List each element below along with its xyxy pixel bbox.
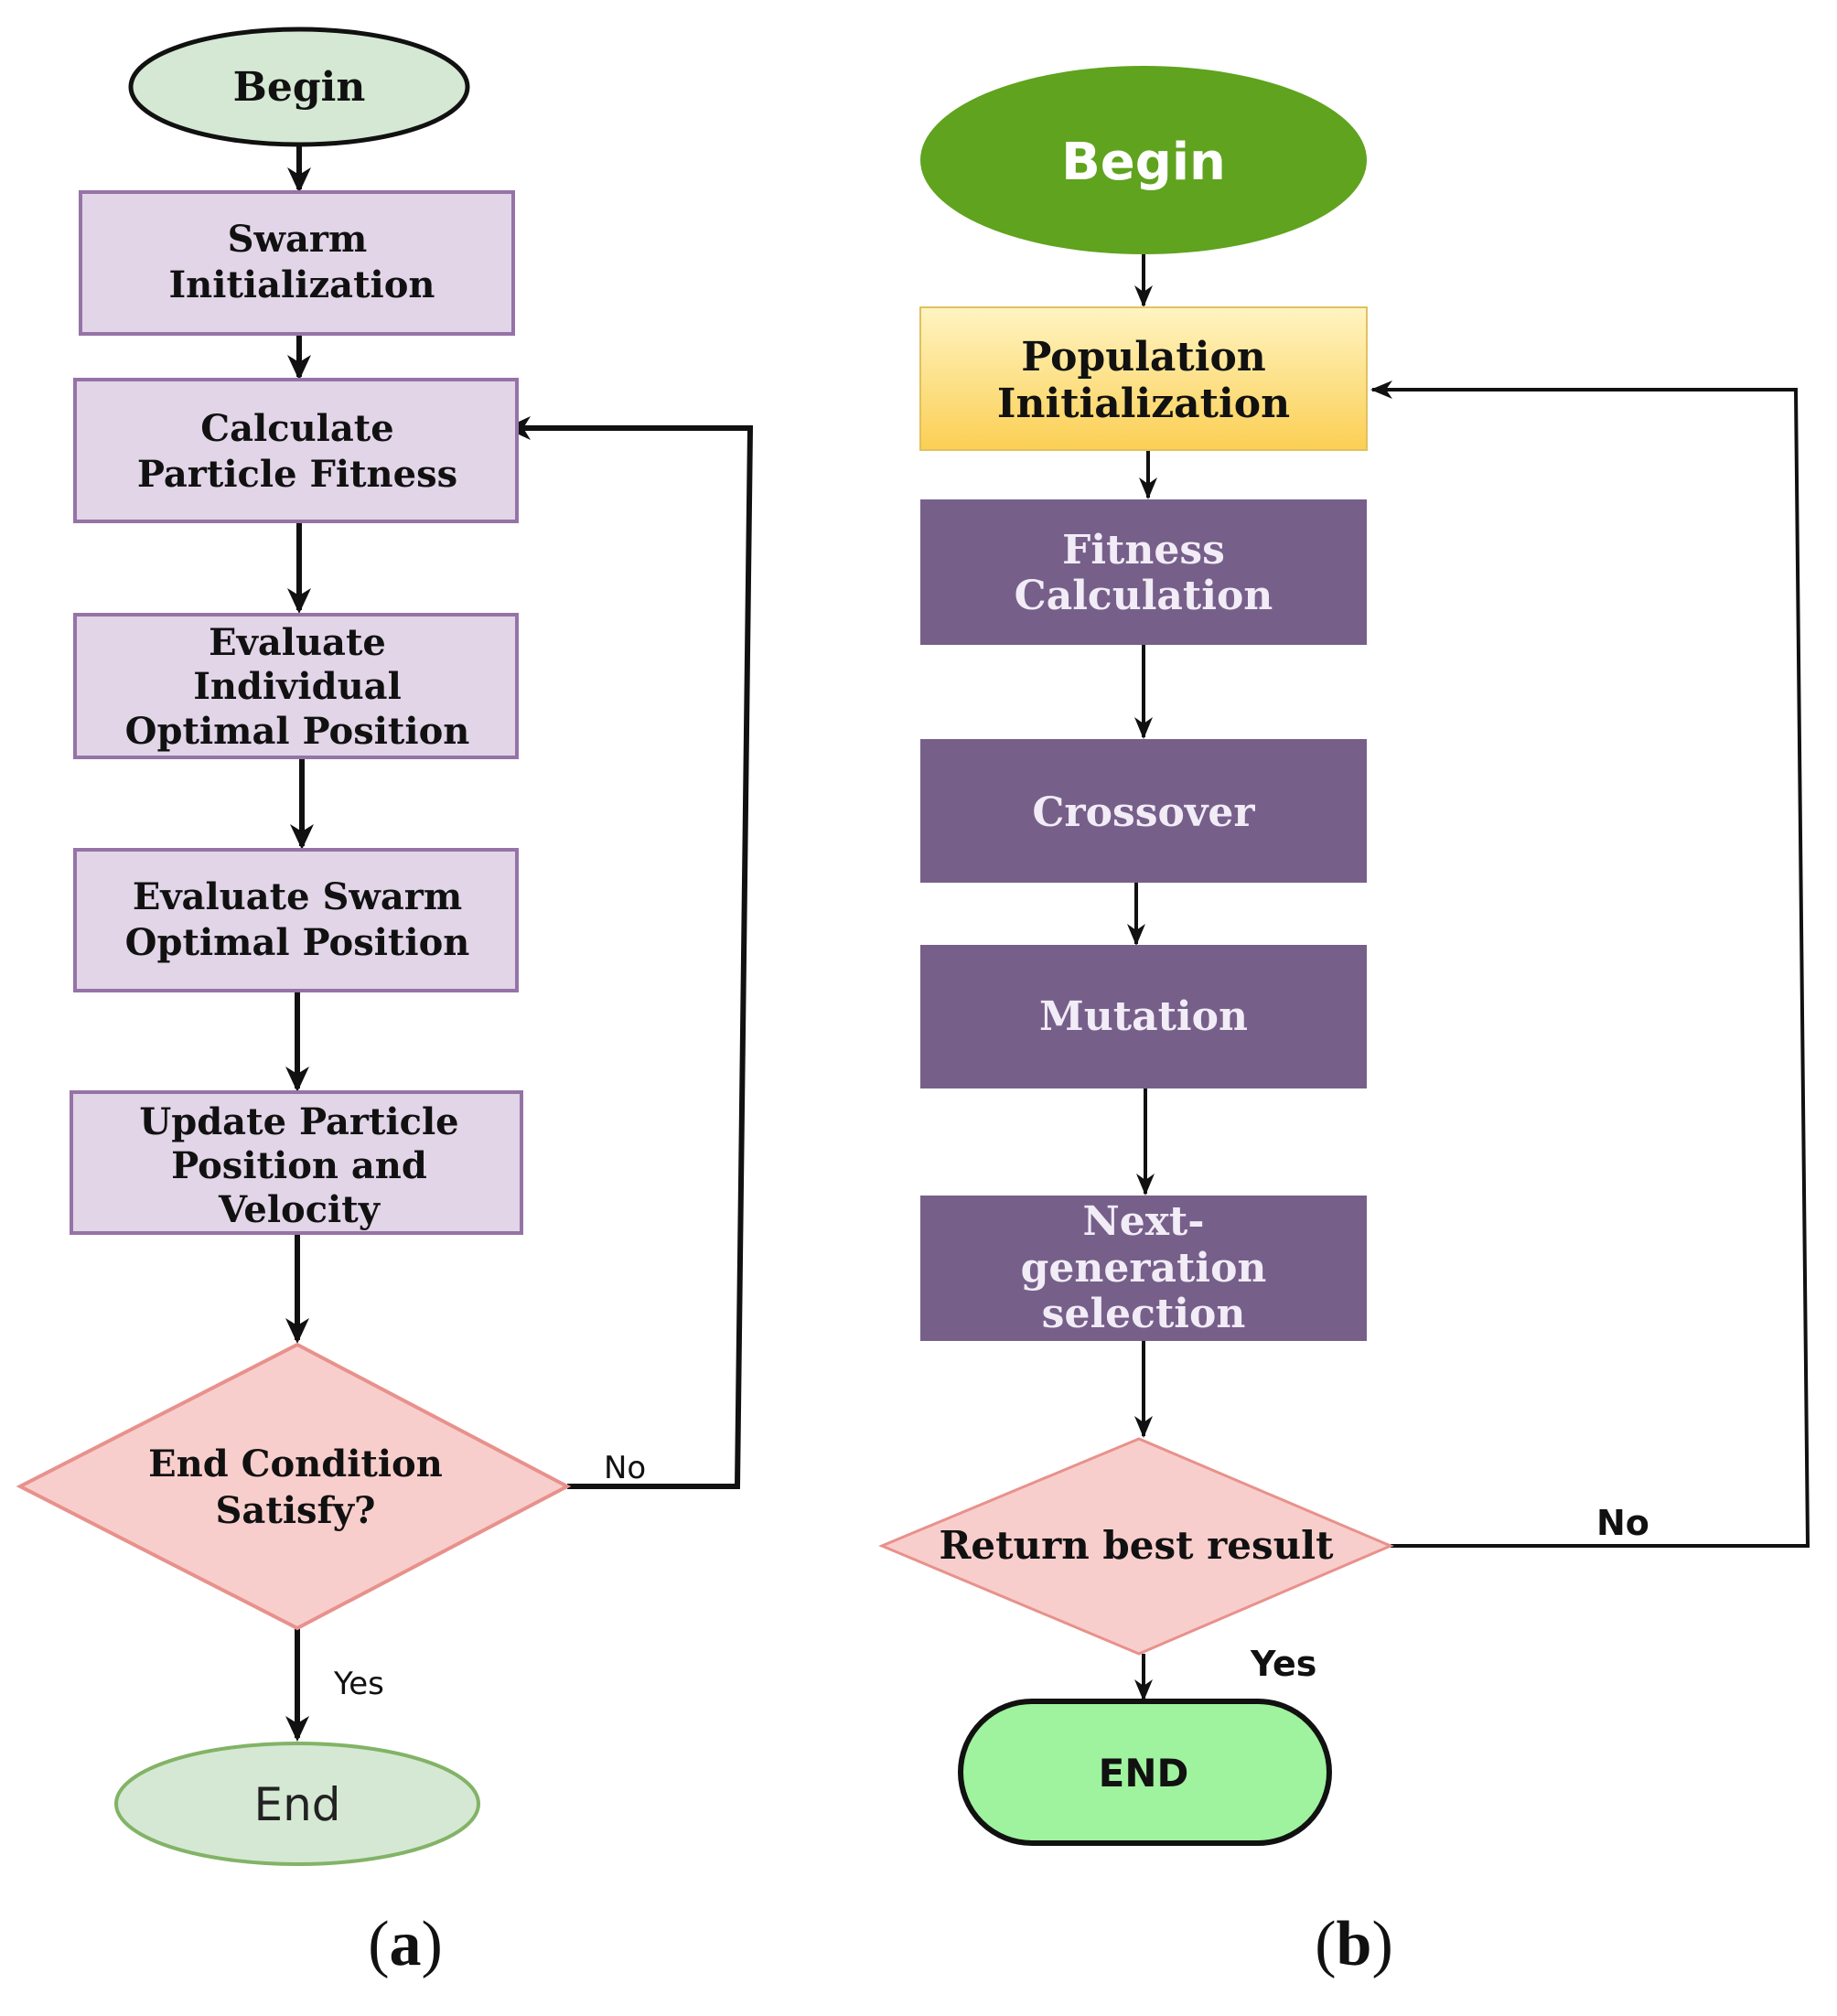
b-begin-label: Begin: [1061, 133, 1226, 192]
b-pop-init-line-2: Initialization: [997, 381, 1290, 427]
b-loop-back-arrow: [1370, 381, 1810, 1548]
caption-a: (a): [368, 1909, 443, 1979]
b-crossover-label: Crossover: [1032, 789, 1255, 836]
a-decision-line-2: Satisfy?: [216, 1489, 376, 1532]
a-eval-swarm-line-2: Optimal Position: [125, 921, 470, 964]
b-no-label: No: [1596, 1503, 1649, 1543]
a-end-terminal: End: [114, 1742, 480, 1866]
b-selection-line-2: generation: [1021, 1245, 1267, 1292]
b-yes-label: Yes: [1250, 1644, 1316, 1684]
a-update-box: Update Particle Position and Velocity: [70, 1090, 523, 1235]
a-eval-individual-line-2: Individual: [193, 665, 402, 708]
a-end-label: End: [253, 1778, 340, 1831]
a-decision-diamond: End Condition Satisfy?: [16, 1342, 572, 1631]
a-update-line-1: Update Particle: [139, 1100, 458, 1143]
caption-a-letter: a: [390, 1909, 422, 1979]
flowchart-b: Begin Population Initialization Fitness …: [878, 66, 1810, 1979]
caption-b-open: (: [1315, 1909, 1336, 1979]
b-begin-terminal: Begin: [920, 66, 1367, 254]
a-calc-fitness-line-1: Calculate: [200, 407, 393, 450]
a-calc-fitness-box: Calculate Particle Fitness: [73, 378, 519, 523]
a-eval-swarm-line-1: Evaluate Swarm: [133, 875, 462, 918]
a-eval-individual-line-3: Optimal Position: [125, 710, 470, 753]
b-end-label: END: [1099, 1751, 1189, 1796]
b-selection-line-1: Next-: [1082, 1198, 1204, 1245]
a-eval-individual-line-1: Evaluate: [209, 621, 386, 664]
b-mutation-box: Mutation: [920, 945, 1367, 1088]
b-fitness-line-2: Calculation: [1015, 573, 1273, 619]
caption-b-letter: b: [1337, 1909, 1372, 1979]
a-begin-terminal: Begin: [128, 27, 470, 147]
caption-a-close: ): [422, 1909, 443, 1979]
a-swarm-init-line-2: Initialization: [168, 263, 435, 306]
a-connectors: [285, 144, 754, 1742]
a-no-label: No: [604, 1450, 646, 1486]
a-decision-line-1: End Condition: [148, 1442, 443, 1485]
b-fitness-box: Fitness Calculation: [920, 499, 1367, 645]
b-end-terminal: END: [958, 1699, 1332, 1846]
a-loop-back-arrow: [505, 416, 754, 1489]
b-pop-init-box: Population Initialization: [919, 306, 1368, 451]
b-selection-box: Next- generation selection: [920, 1196, 1367, 1341]
a-update-line-2: Position and: [171, 1144, 427, 1187]
caption-b: (b): [1315, 1909, 1393, 1979]
flowchart-a: Begin Swarm Initialization Calculate Par…: [16, 27, 754, 1979]
a-swarm-init-line-1: Swarm: [228, 218, 368, 261]
b-mutation-label: Mutation: [1039, 993, 1248, 1040]
a-eval-individual-box: Evaluate Individual Optimal Position: [73, 613, 519, 759]
caption-b-close: ): [1371, 1909, 1392, 1979]
a-update-line-3: Velocity: [218, 1188, 381, 1231]
b-decision-diamond: Return best result: [878, 1437, 1394, 1656]
a-swarm-init-box: Swarm Initialization: [79, 190, 515, 336]
a-begin-label: Begin: [233, 64, 366, 111]
b-selection-line-3: selection: [1042, 1291, 1246, 1337]
b-connectors: [1127, 254, 1810, 1701]
b-crossover-box: Crossover: [920, 739, 1367, 883]
b-fitness-line-1: Fitness: [1062, 527, 1225, 574]
b-pop-init-line-1: Population: [1021, 334, 1266, 381]
caption-a-open: (: [368, 1909, 389, 1979]
a-yes-label: Yes: [333, 1666, 384, 1702]
a-eval-swarm-box: Evaluate Swarm Optimal Position: [73, 848, 519, 992]
b-decision-label: Return best result: [940, 1523, 1335, 1568]
a-calc-fitness-line-2: Particle Fitness: [137, 453, 457, 496]
